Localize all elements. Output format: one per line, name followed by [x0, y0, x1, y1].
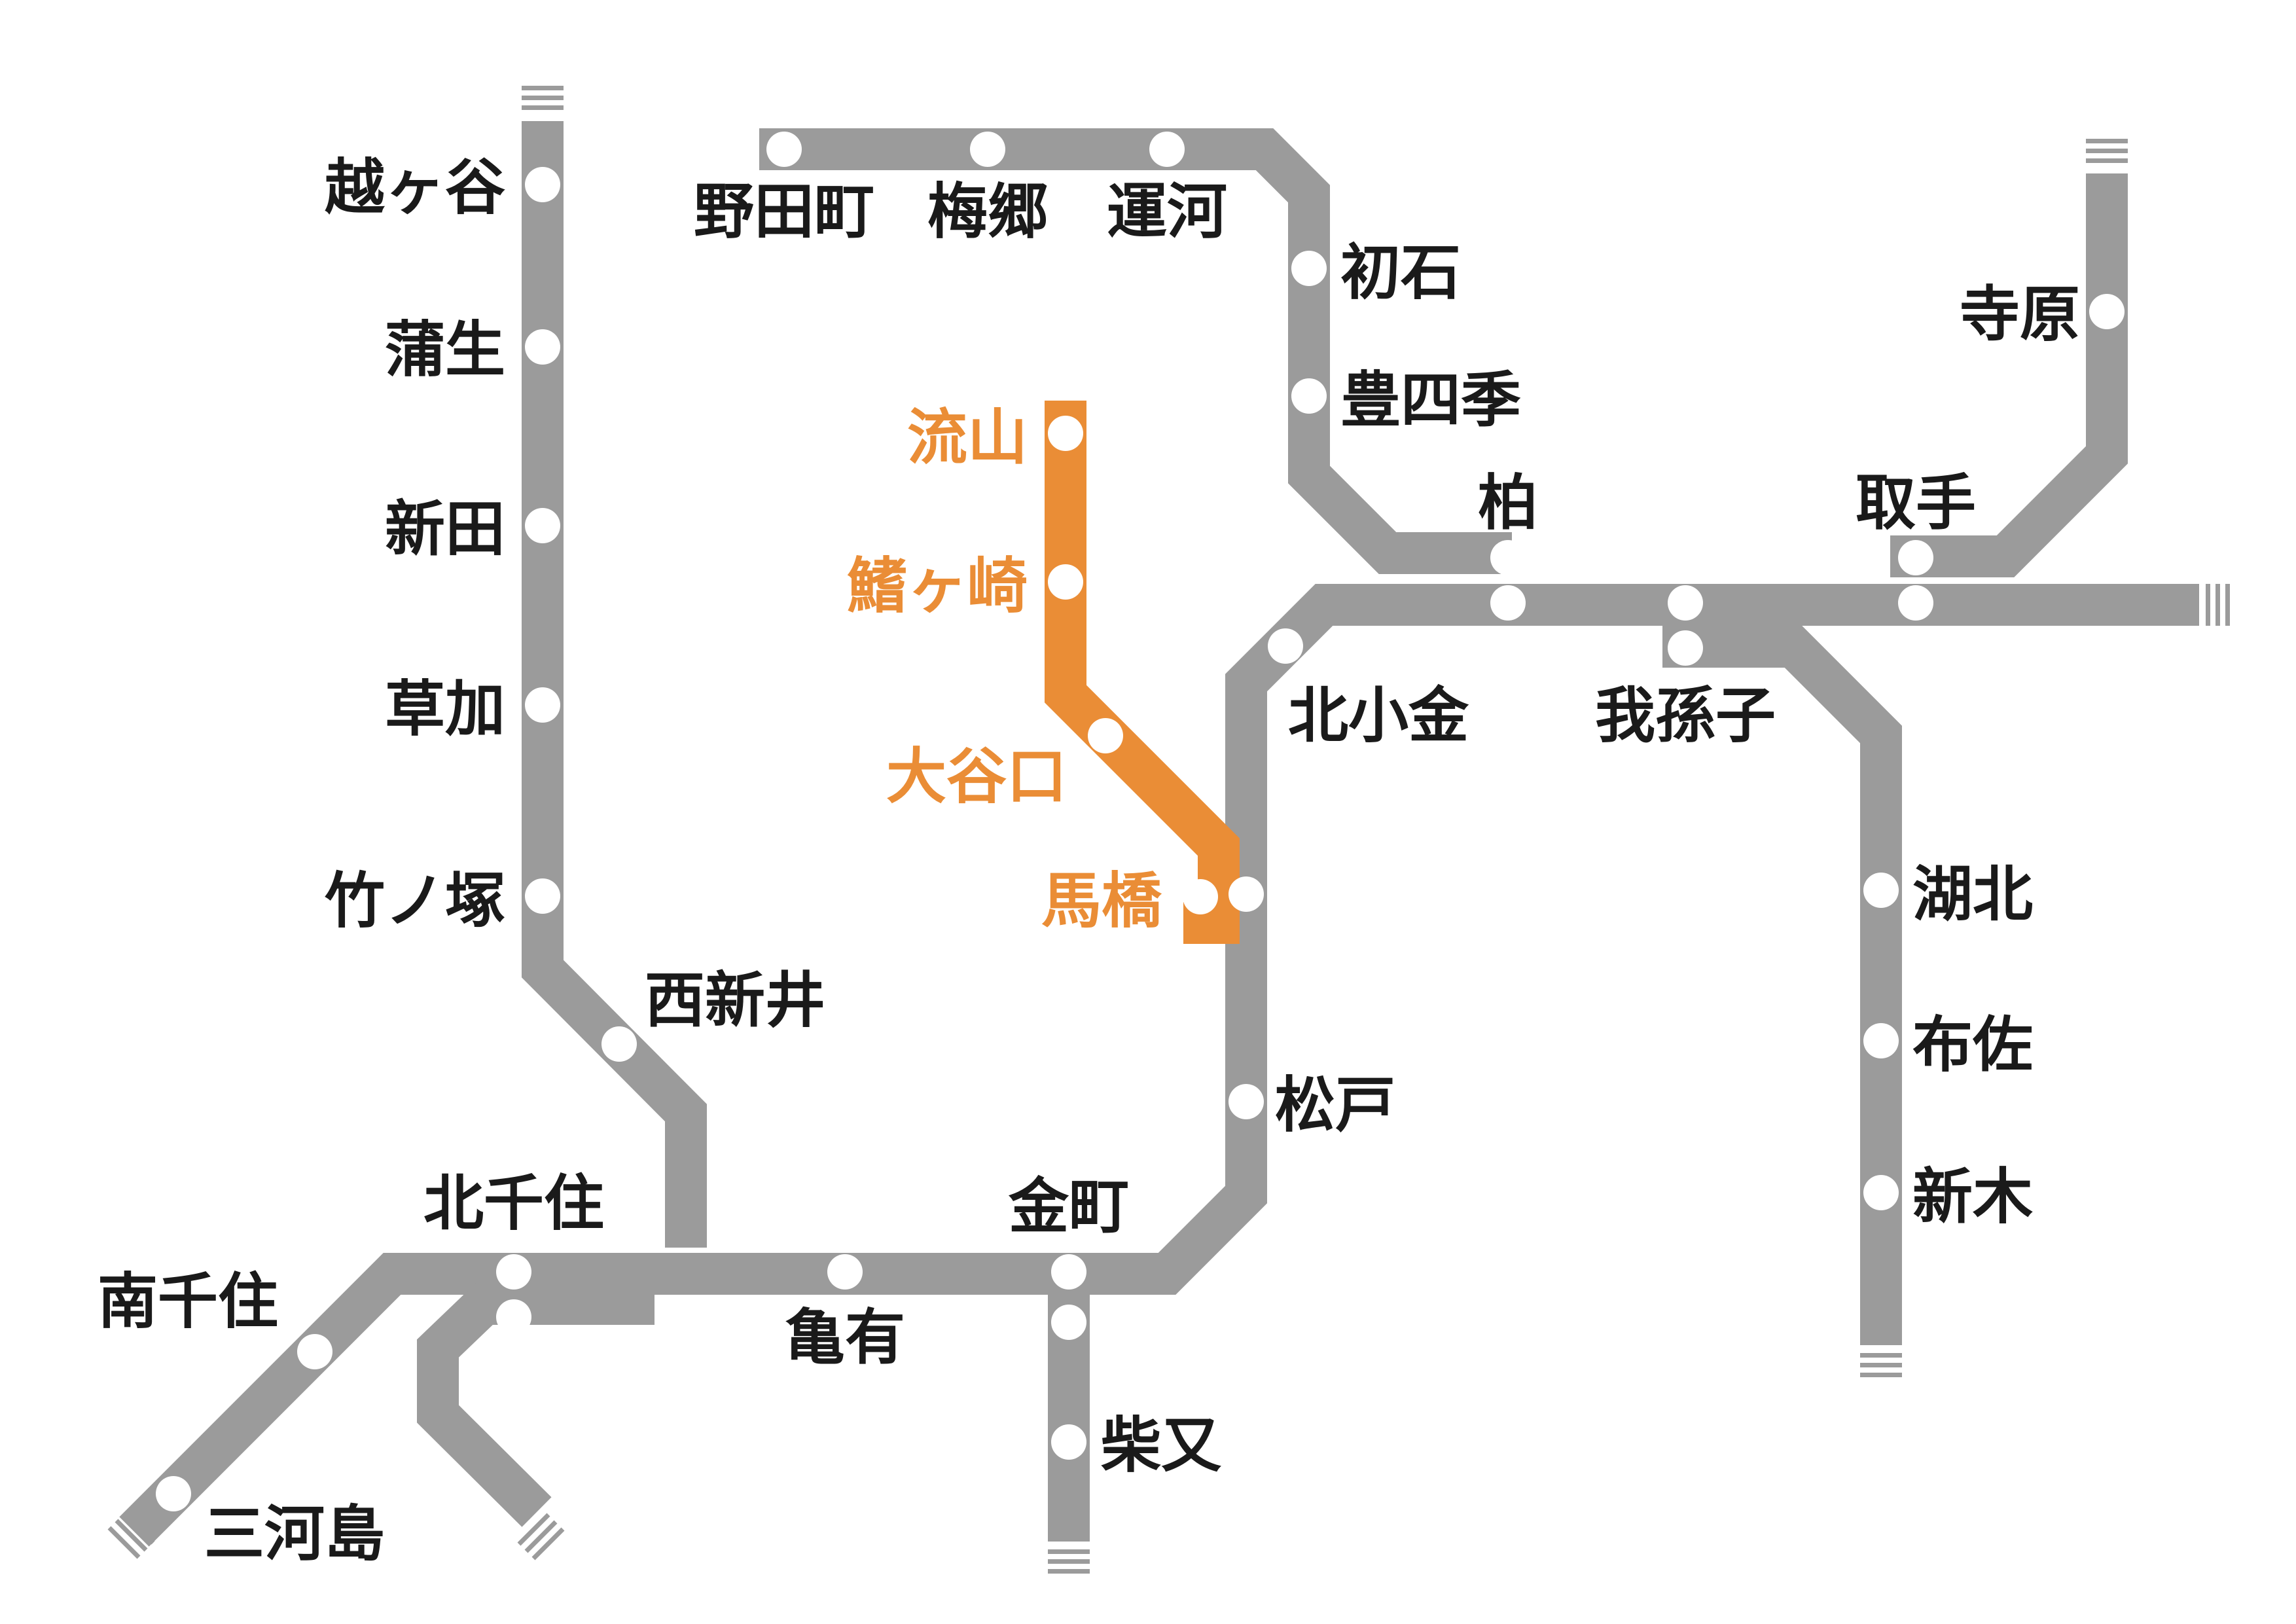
end-mark-bottom-right: [1860, 1363, 1902, 1367]
station-label-toyoshiki: 豊四季: [1340, 365, 1521, 435]
station-dot-toyoshiki[interactable]: [1291, 378, 1327, 414]
end-mark-top-left: [522, 86, 564, 90]
station-dot-nagareyama[interactable]: [1048, 416, 1083, 451]
station-label-fusa: 布佐: [1912, 1010, 2033, 1080]
end-mark-top-right: [2086, 158, 2128, 163]
station-dot-kashiwa-upper[interactable]: [1490, 540, 1526, 575]
station-dot-shibamata[interactable]: [1051, 1424, 1086, 1460]
station-label-kitakogane: 北小金: [1288, 681, 1469, 751]
station-label-gamo: 蒲生: [385, 315, 505, 385]
end-mark-bottom-left: [122, 1511, 155, 1545]
station-dot-kitakogane[interactable]: [1268, 628, 1303, 664]
line-end-marks-diagonal: [107, 1511, 565, 1561]
end-mark-bottom-right: [1860, 1353, 1902, 1358]
station-label-koshigaya: 越ヶ谷: [325, 153, 505, 223]
station-label-shibamata: 柴又: [1101, 1411, 1221, 1481]
station-dot-nodamachi[interactable]: [766, 132, 802, 167]
station-label-kameari: 亀有: [785, 1303, 905, 1373]
station-dot-gamo[interactable]: [525, 329, 560, 365]
station-dot-araki[interactable]: [1863, 1175, 1899, 1210]
station-dot-minamisenju[interactable]: [297, 1334, 332, 1369]
station-label-kashiwa: 柏: [1478, 468, 1538, 538]
line-keisei-branch: [417, 1283, 655, 1527]
station-dot-kashiwa[interactable]: [1490, 585, 1526, 621]
line-joban-main-lower: [119, 584, 2199, 1547]
station-dot-oyaguchi[interactable]: [1088, 718, 1123, 753]
station-dot-fusa[interactable]: [1863, 1023, 1899, 1058]
station-dot-kameari[interactable]: [827, 1254, 863, 1290]
station-dot-umesato[interactable]: [970, 132, 1005, 167]
station-label-soka: 草加: [385, 674, 505, 744]
station-label-oyaguchi: 大谷口: [886, 742, 1067, 812]
station-dot-kanamachi-branch[interactable]: [1051, 1305, 1086, 1340]
station-label-nishiarai: 西新井: [645, 965, 825, 1036]
station-label-minamisenju: 南千住: [98, 1267, 278, 1337]
station-dot-mabashi[interactable]: [1183, 879, 1218, 914]
end-mark-right: [2215, 584, 2220, 626]
station-dot-matsudo[interactable]: [1229, 1084, 1264, 1119]
end-mark-top-left: [522, 105, 564, 110]
line-end-marks: [522, 86, 2230, 1574]
station-label-mikawashima: 三河島: [204, 1499, 385, 1569]
station-dot-mikawashima[interactable]: [156, 1476, 191, 1511]
station-dot-abiko[interactable]: [1668, 585, 1703, 621]
end-mark-right: [2206, 584, 2210, 626]
station-label-hatsuishi: 初石: [1340, 238, 1461, 308]
station-dot-hatsuishi[interactable]: [1291, 251, 1327, 286]
station-label-araki: 新木: [1912, 1162, 2033, 1232]
station-label-nagareyama: 流山: [907, 403, 1028, 473]
station-dot-kanamachi[interactable]: [1051, 1254, 1086, 1290]
end-mark-bottom-mid: [1048, 1559, 1090, 1564]
end-mark-bottom-left: [115, 1519, 148, 1552]
station-dot-kitasenju-branch[interactable]: [496, 1299, 531, 1335]
end-mark-bottom-left: [107, 1526, 141, 1559]
station-dot-mabashi-main[interactable]: [1229, 876, 1264, 912]
station-dot-abiko-branch[interactable]: [1668, 630, 1703, 666]
station-label-unga: 運河: [1107, 177, 1227, 247]
end-mark-bottom-right: [1860, 1373, 1902, 1377]
end-mark-top-left: [522, 96, 564, 100]
station-dot-kohoku[interactable]: [1863, 873, 1899, 908]
end-mark-bottom-mid: [1048, 1569, 1090, 1574]
highlight-station-labels: 流山 鰭ヶ崎 大谷口 馬橋: [847, 403, 1162, 936]
end-mark-bottom-mid: [1048, 1549, 1090, 1554]
end-mark-bottom-branch: [524, 1520, 558, 1553]
station-label-mabashi: 馬橋: [1041, 866, 1162, 936]
station-label-takenotsuka: 竹ノ塚: [325, 866, 505, 936]
station-dot-soka[interactable]: [525, 687, 560, 723]
station-label-toride: 取手: [1856, 468, 1976, 538]
station-dot-kitasenju[interactable]: [496, 1254, 531, 1290]
end-mark-bottom-branch: [517, 1513, 550, 1546]
station-label-nodamachi: 野田町: [694, 177, 874, 247]
station-label-matsudo: 松戸: [1275, 1070, 1395, 1140]
station-dot-unga[interactable]: [1149, 132, 1185, 167]
station-dot-toride-upper[interactable]: [1898, 540, 1933, 575]
station-label-terahara: 寺原: [1960, 280, 2080, 350]
station-dot-toride[interactable]: [1898, 585, 1933, 621]
station-label-shinden: 新田: [385, 494, 505, 564]
station-dot-terahara[interactable]: [2089, 294, 2125, 329]
end-mark-bottom-branch: [531, 1527, 565, 1561]
station-label-umesato: 梅郷: [927, 177, 1048, 247]
end-mark-top-right: [2086, 139, 2128, 143]
station-label-kanamachi: 金町: [1008, 1172, 1129, 1242]
station-label-kitasenju: 北千住: [423, 1168, 604, 1238]
station-dot-koshigaya[interactable]: [525, 167, 560, 202]
line-group: [119, 121, 2199, 1547]
end-mark-right: [2225, 584, 2230, 626]
station-labels: 越ヶ谷 蒲生 新田 草加 竹ノ塚 西新井 北千住 南千住 三河島 亀有 金町 柴…: [98, 153, 2080, 1569]
station-dot-nishiarai[interactable]: [601, 1026, 637, 1062]
station-label-hirogasaki: 鰭ヶ崎: [847, 551, 1028, 621]
station-dots: [156, 132, 2125, 1511]
station-dot-takenotsuka[interactable]: [525, 878, 560, 914]
station-dot-hirogasaki[interactable]: [1048, 564, 1083, 600]
station-label-abiko: 我孫子: [1595, 681, 1776, 751]
station-dot-shinden[interactable]: [525, 508, 560, 543]
station-label-kohoku: 湖北: [1912, 859, 2033, 929]
end-mark-top-right: [2086, 149, 2128, 153]
